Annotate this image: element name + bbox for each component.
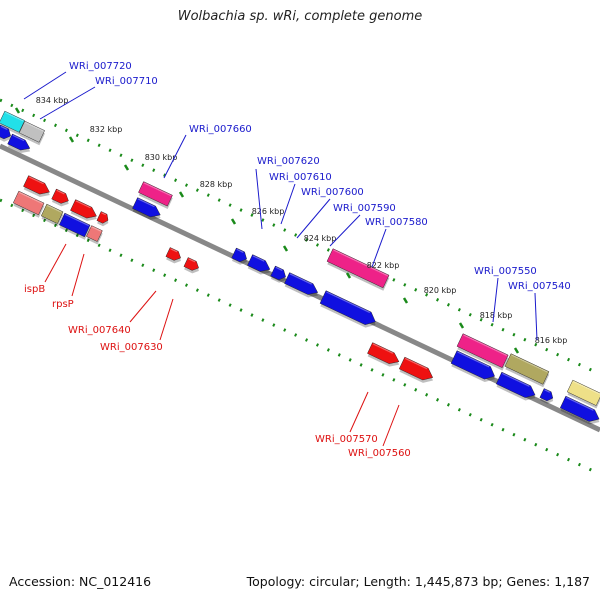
scale-ticks: 834 kbp 832 kbp 830 kbp 828 kbp 826 kbp 824 k… <box>14 96 568 354</box>
forward-label-leader <box>492 277 499 323</box>
reverse-gene-label: WRi_007640 <box>68 325 131 336</box>
gene-blue <box>495 371 536 401</box>
forward-gene-label: WRi_007660 <box>189 124 252 135</box>
gene-blue <box>539 388 554 404</box>
gene-blue <box>58 212 91 240</box>
forward-gene-label: WRi_007580 <box>365 217 428 228</box>
scale-tick-label: 816 kbp <box>535 336 568 345</box>
forward-gene-label: WRi_007610 <box>269 172 332 183</box>
gene-grey <box>18 120 45 146</box>
map-title: Wolbachia sp. wRi, complete genome <box>177 9 423 24</box>
forward-gene-label: WRi_007550 <box>474 266 537 277</box>
gene-olive <box>40 203 64 227</box>
forward-gene-label: WRi_007590 <box>333 203 396 214</box>
forward-label-leader <box>163 134 187 179</box>
reverse-label-leader <box>159 298 174 341</box>
scale-tick-label: 834 kbp <box>36 96 69 105</box>
gene-labels: WRi_007720WRi_007710WRi_007660WRi_007620… <box>23 61 571 459</box>
gene-salmon <box>12 190 45 218</box>
scale-tick-label: 818 kbp <box>480 311 513 320</box>
reverse-gene-label: WRi_007630 <box>100 342 163 353</box>
gene-red <box>70 199 97 222</box>
scale-tick-label: 828 kbp <box>200 180 233 189</box>
gene-red <box>367 342 400 367</box>
lower-scale-track <box>0 198 600 476</box>
scale-tick-label: 832 kbp <box>90 125 123 134</box>
gene-blue <box>7 133 31 153</box>
reverse-gene-label: WRi_007570 <box>315 434 378 445</box>
scale-tick-mark <box>513 347 520 354</box>
forward-gene-label: WRi_007600 <box>301 187 364 198</box>
gene-blue <box>247 254 271 275</box>
gene-blue <box>231 247 247 265</box>
reverse-label-leader <box>349 391 369 433</box>
forward-gene-label: WRi_007720 <box>69 61 132 72</box>
reverse-gene-label: rpsP <box>52 299 74 310</box>
reverse-gene-label: ispB <box>24 284 45 295</box>
scale-tick-mark <box>178 191 185 198</box>
gene-pink <box>456 333 509 371</box>
scale-tick-mark <box>458 322 465 329</box>
forward-label-leader <box>255 168 263 230</box>
gene-blue <box>559 395 600 425</box>
gene-olive <box>504 353 550 388</box>
reverse-gene-label: WRi_007560 <box>348 448 411 459</box>
forward-gene-label: WRi_007620 <box>257 156 320 167</box>
scale-tick-label: 822 kbp <box>367 261 400 270</box>
topology-text: Topology: circular; Length: 1,445,873 bp… <box>246 574 590 589</box>
gene-red <box>23 175 50 198</box>
scale-tick-mark <box>402 297 409 304</box>
reverse-label-leader <box>382 404 400 447</box>
forward-label-leader <box>329 214 361 247</box>
scale-tick-mark <box>230 218 237 225</box>
forward-label-leader <box>534 292 538 341</box>
gene-salmon <box>86 225 103 245</box>
forward-label-leader <box>23 71 67 100</box>
scale-tick-mark <box>14 107 21 114</box>
scale-tick-label: 820 kbp <box>424 286 457 295</box>
forward-label-leader <box>280 183 296 225</box>
gene-red <box>165 247 181 264</box>
gene-red <box>51 188 69 207</box>
accession-text: Accession: NC_012416 <box>9 574 152 589</box>
scale-tick-mark <box>123 164 130 171</box>
gene-blue <box>450 350 495 383</box>
gene-red <box>398 356 434 383</box>
scale-tick-mark <box>345 272 352 279</box>
gene-features <box>0 110 600 425</box>
gene-blue <box>0 124 11 142</box>
forward-gene-label: WRi_007710 <box>95 76 158 87</box>
forward-gene-label: WRi_007540 <box>508 281 571 292</box>
scale-tick-label: 826 kbp <box>252 207 285 216</box>
gene-yellow <box>566 379 600 409</box>
scale-tick-mark <box>282 245 289 252</box>
gene-red <box>96 211 109 227</box>
gene-blue <box>270 265 286 283</box>
gene-pink <box>326 248 390 291</box>
forward-label-leader <box>371 228 387 268</box>
gene-cyan <box>0 110 25 136</box>
reverse-label-leader <box>129 290 157 323</box>
forward-label-leader <box>39 86 96 120</box>
gene-blue <box>319 290 376 328</box>
gene-blue <box>132 197 161 220</box>
gene-red <box>183 257 199 274</box>
scale-tick-mark <box>68 136 75 143</box>
forward-label-leader <box>296 198 331 239</box>
reverse-label-leader <box>71 253 85 297</box>
gene-blue <box>284 272 319 298</box>
reverse-label-leader <box>44 243 67 283</box>
scale-tick-label: 824 kbp <box>304 234 337 243</box>
gene-pink <box>138 181 173 210</box>
scale-tick-label: 830 kbp <box>145 153 178 162</box>
upper-scale-track <box>0 98 600 376</box>
